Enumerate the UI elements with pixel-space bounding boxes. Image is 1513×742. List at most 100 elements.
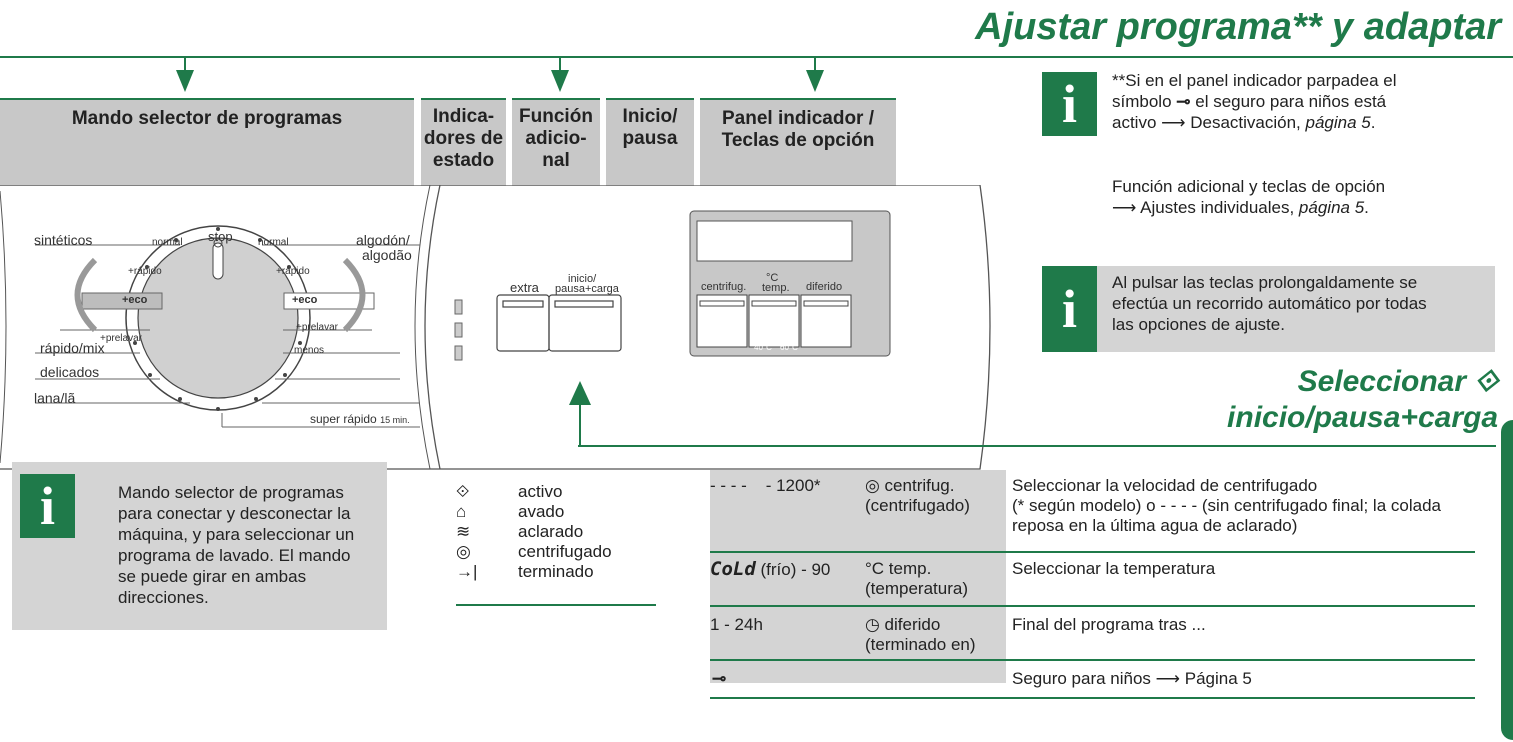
extra-button-label: extra	[510, 280, 539, 295]
cold-range: (frío) - 90	[755, 560, 831, 579]
status-item: →|terminado	[456, 562, 656, 582]
range-40-label: 40°C	[754, 343, 772, 352]
down-arrows	[176, 58, 824, 92]
options-table: - - - - - 1200* ◎ centrifug.(centrifugad…	[710, 470, 1475, 699]
dial-label-menos: menos	[294, 345, 325, 356]
start-heading-line2: inicio/pausa+carga	[1227, 401, 1498, 434]
long-press-note: Al pulsar las teclas prolongaldamente se…	[1112, 272, 1492, 335]
desc-line1: Seleccionar la velocidad de centrifugado	[1012, 476, 1318, 495]
adicional-page-ref: página 5	[1298, 198, 1365, 217]
arrow-start-icon	[569, 381, 591, 405]
dial-label-eco-left: +eco	[122, 294, 148, 306]
option-line1: °C temp.	[865, 559, 932, 578]
tab-extra-line3: nal	[542, 150, 570, 171]
start-rule	[578, 445, 1496, 447]
option-spin-label: centrifug.	[701, 281, 747, 293]
tab-start-line1: Inicio/	[622, 106, 678, 127]
key-icon: ⊸	[1176, 92, 1191, 111]
dial-label-sinteticos: sintéticos	[34, 232, 93, 248]
super-rapido-text: super rápido	[310, 412, 377, 426]
childlock-line2-rest: el seguro para niños está	[1190, 92, 1387, 111]
option-line2: (terminado en)	[865, 635, 976, 654]
status-wash-icon: ⌂	[456, 502, 467, 521]
options-table-bg	[710, 470, 1006, 683]
desc-line2: (* según modelo) o - - - - (sin centrifu…	[1012, 496, 1441, 515]
selector-info-line1: Mando selector de programas	[118, 483, 344, 502]
dial-label-super-rapido: super rápido 15 min.	[310, 412, 410, 426]
status-label: aclarado	[518, 522, 584, 541]
page-title: Ajustar programa** y adaptar	[975, 6, 1501, 48]
option-temp-symbol: °C	[766, 272, 779, 284]
childlock-note: **Si en el panel indicador parpadea el s…	[1112, 70, 1412, 133]
adicional-dot: .	[1364, 198, 1369, 217]
childlock-line1: **Si en el panel indicador parpadea el	[1112, 71, 1397, 90]
desc-cell: Seleccionar la velocidad de centrifugado…	[1012, 476, 1472, 536]
tab-selector-label: Mando selector de programas	[71, 108, 343, 129]
dial-label-algodao: algodão	[362, 247, 412, 263]
range-cell: 1 - 24h	[710, 615, 763, 634]
selector-info-line6: direcciones.	[118, 588, 209, 607]
control-panel	[0, 185, 991, 470]
dial-label-rapido-right: +rápido	[276, 266, 310, 277]
status-label: activo	[518, 482, 563, 501]
table-row: ⊸ Seguro para niños ⟶ Página 5	[710, 661, 1475, 699]
adicional-note: Función adicional y teclas de opción ⟶ A…	[1112, 176, 1412, 218]
start-heading-text1: Seleccionar	[1297, 365, 1467, 398]
start-button-label-2: pausa+carga	[555, 283, 619, 295]
cold-code: CoLd	[710, 558, 756, 580]
arrow-extra-icon	[551, 70, 569, 92]
option-line2: (temperatura)	[865, 579, 968, 598]
option-line2: (centrifugado)	[865, 496, 970, 515]
option-line1: ◷ diferido	[865, 615, 941, 634]
status-label: avado	[518, 502, 565, 521]
chapter-tab	[1501, 420, 1513, 740]
status-item: ≋aclarado	[456, 522, 656, 542]
table-row: CoLd (frío) - 90 °C temp.(temperatura) S…	[710, 553, 1475, 607]
desc-line3: reposa en la última agua de aclarado)	[1012, 516, 1298, 535]
info-icon-3: i	[20, 474, 75, 538]
desc-line1: Final del programa tras ...	[1012, 615, 1206, 634]
status-spin-icon: ◎	[456, 542, 471, 561]
info-icon-2: i	[1042, 266, 1097, 352]
option-line1: ◎ centrifug.	[865, 476, 955, 495]
start-icon: ⟐	[1474, 365, 1498, 398]
childlock-dot: .	[1370, 113, 1376, 132]
adicional-line1: Función adicional y teclas de opción	[1112, 177, 1386, 196]
status-label: terminado	[518, 562, 594, 581]
long-press-line1: Al pulsar las teclas prolongaldamente se	[1112, 273, 1418, 292]
tab-display-line1: Panel indicador /	[721, 108, 875, 129]
tab-display: Panel indicador / Teclas de opción	[700, 98, 896, 186]
table-row: 1 - 24h ◷ diferido(terminado en) Final d…	[710, 607, 1475, 661]
selector-info-line5: se puede girar en ambas	[118, 567, 307, 586]
tab-start: Inicio/ pausa	[606, 98, 694, 186]
table-row: - - - - - 1200* ◎ centrifug.(centrifugad…	[710, 470, 1475, 553]
tab-display-line2: Teclas de opción	[721, 130, 875, 151]
dial-label-rapido-mix: rápido/mix	[40, 340, 105, 356]
childlock-line2: símbolo ⊸ el seguro para niños está	[1112, 91, 1412, 112]
arrow-selector-icon	[176, 70, 194, 92]
tab-extra-function: Función adicio- nal	[512, 98, 600, 186]
dial-label-rapido-left: +rápido	[128, 266, 162, 277]
dial-label-normal-left: normal	[152, 237, 183, 248]
start-heading: Seleccionar ⟐ inicio/pausa+carga	[1227, 364, 1498, 436]
range-cell: CoLd (frío) - 90	[710, 559, 830, 580]
long-press-line3: las opciones de ajuste.	[1112, 315, 1285, 334]
childlock-line3-text: activo ⟶ Desactivación,	[1112, 113, 1306, 132]
desc-cell: Seguro para niños ⟶ Página 5	[1012, 669, 1252, 689]
start-heading-line1: Seleccionar ⟐	[1227, 364, 1498, 400]
info-icon: i	[1042, 72, 1097, 136]
long-press-box	[1042, 266, 1495, 352]
dial-label-lana: lana/lã	[34, 390, 76, 406]
tab-indicators-line1: Indica-	[432, 106, 495, 127]
selector-info-line4: programa de lavado. El mando	[118, 546, 351, 565]
status-list: ⟐activo ⌂avado ≋aclarado ◎centrifugado →…	[456, 482, 656, 582]
desc-line1: Seguro para niños ⟶ Página 5	[1012, 669, 1252, 688]
option-cell: ◎ centrifug.(centrifugado)	[865, 476, 970, 516]
dial-label-delicados: delicados	[40, 364, 100, 380]
status-item: ◎centrifugado	[456, 542, 656, 562]
option-cell: ◷ diferido(terminado en)	[865, 615, 976, 655]
tab-indicators-line2: dores de	[423, 128, 504, 149]
tab-selector: Mando selector de programas	[0, 98, 414, 186]
status-rule	[456, 604, 656, 606]
tab-extra-line2: adicio-	[525, 128, 587, 149]
